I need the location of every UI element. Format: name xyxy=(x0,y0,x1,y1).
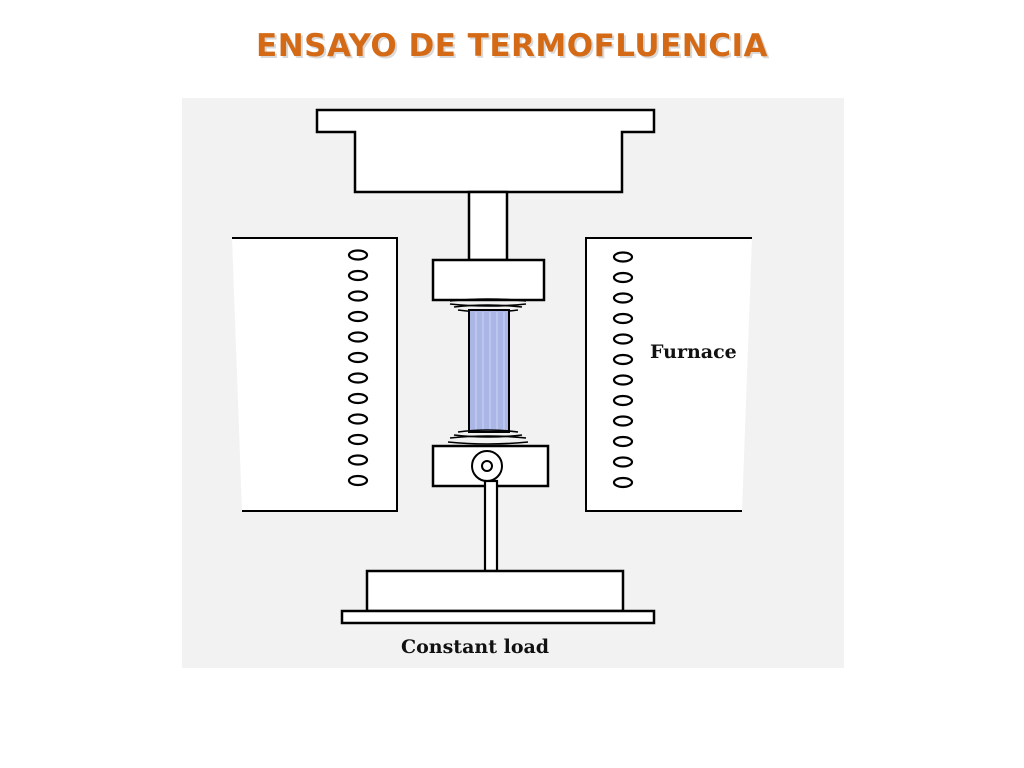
coil-loop xyxy=(612,292,634,304)
creep-test-diagram: Furnace Constant load xyxy=(182,98,844,668)
coil-loop xyxy=(347,310,369,323)
heating-coils-left xyxy=(347,249,369,487)
coil-loop xyxy=(347,372,369,384)
coil-loop xyxy=(347,474,369,487)
lower-grip-pin xyxy=(471,450,503,482)
coil-loop xyxy=(612,476,634,489)
coil-loop xyxy=(612,456,634,468)
upper-crosshead xyxy=(315,108,656,194)
coil-loop xyxy=(347,290,369,302)
coil-loop xyxy=(347,433,369,446)
base-plate xyxy=(340,609,656,625)
constant-load-label: Constant load xyxy=(401,636,549,658)
furnace-label: Furnace xyxy=(650,341,737,363)
coil-loop xyxy=(612,435,634,448)
coil-loop xyxy=(347,249,369,261)
coil-loop xyxy=(612,333,634,345)
coil-loop xyxy=(612,271,634,284)
furnace-right-wall xyxy=(585,237,752,512)
slide-title: ENSAYO DE TERMOFLUENCIA xyxy=(256,28,768,64)
furnace-left-wall xyxy=(232,237,398,512)
specimen xyxy=(468,309,510,433)
lower-pull-rod xyxy=(483,479,499,573)
coil-loop xyxy=(347,392,369,405)
coil-loop xyxy=(612,394,634,407)
coil-loop xyxy=(612,251,634,263)
lower-thread xyxy=(447,429,529,445)
coil-loop xyxy=(612,312,634,325)
load-platform xyxy=(365,569,625,613)
coil-loop xyxy=(612,415,634,427)
upper-grip xyxy=(431,258,546,302)
coil-loop xyxy=(347,413,369,425)
coil-loop xyxy=(612,353,634,366)
coil-loop xyxy=(347,269,369,282)
upper-pull-rod xyxy=(467,190,509,262)
upper-thread xyxy=(449,298,527,313)
heating-coils-right xyxy=(612,251,634,489)
coil-loop xyxy=(347,454,369,466)
coil-loop xyxy=(612,374,634,386)
coil-loop xyxy=(347,351,369,364)
coil-loop xyxy=(347,331,369,343)
